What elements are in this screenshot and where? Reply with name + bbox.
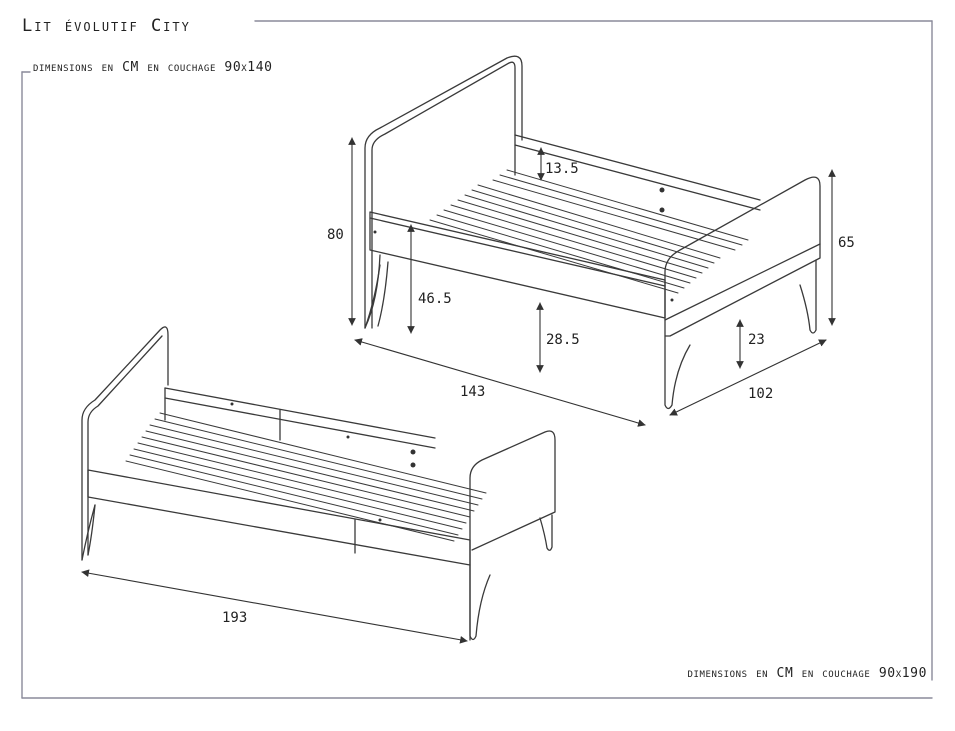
headboard-large [81,326,169,561]
dimensions-large [81,569,468,644]
footboard-small [664,176,821,337]
subtitle-90x190: dimensions en CM en couchage 90x190 [687,666,927,681]
dim-foot-clearance: 23 [748,332,765,348]
headboard-small [364,55,523,329]
dimensions-small [348,137,836,427]
dimension-labels-large: 193 [222,610,247,626]
slats-large [125,412,487,542]
dim-height-headboard: 80 [327,227,344,243]
dim-mattress-height: 46.5 [418,291,452,307]
bed-90x140 [364,55,821,410]
page-frame [21,20,933,699]
dimension-labels-small: 80 13.5 65 46.5 28.5 23 143 102 [327,161,855,402]
page-title: Lit évolutif City [22,16,191,36]
dim-length-small: 143 [460,384,485,400]
footboard-large [469,430,556,641]
subtitle-90x140: dimensions en CM en couchage 90x140 [33,60,273,75]
bed-90x190 [81,326,556,641]
dim-side-rail: 13.5 [545,161,579,177]
dim-width-small: 102 [748,386,773,402]
dim-height-footboard: 65 [838,235,855,251]
dim-length-large: 193 [222,610,247,626]
dim-under-bed: 28.5 [546,332,580,348]
slats-small [429,169,749,294]
